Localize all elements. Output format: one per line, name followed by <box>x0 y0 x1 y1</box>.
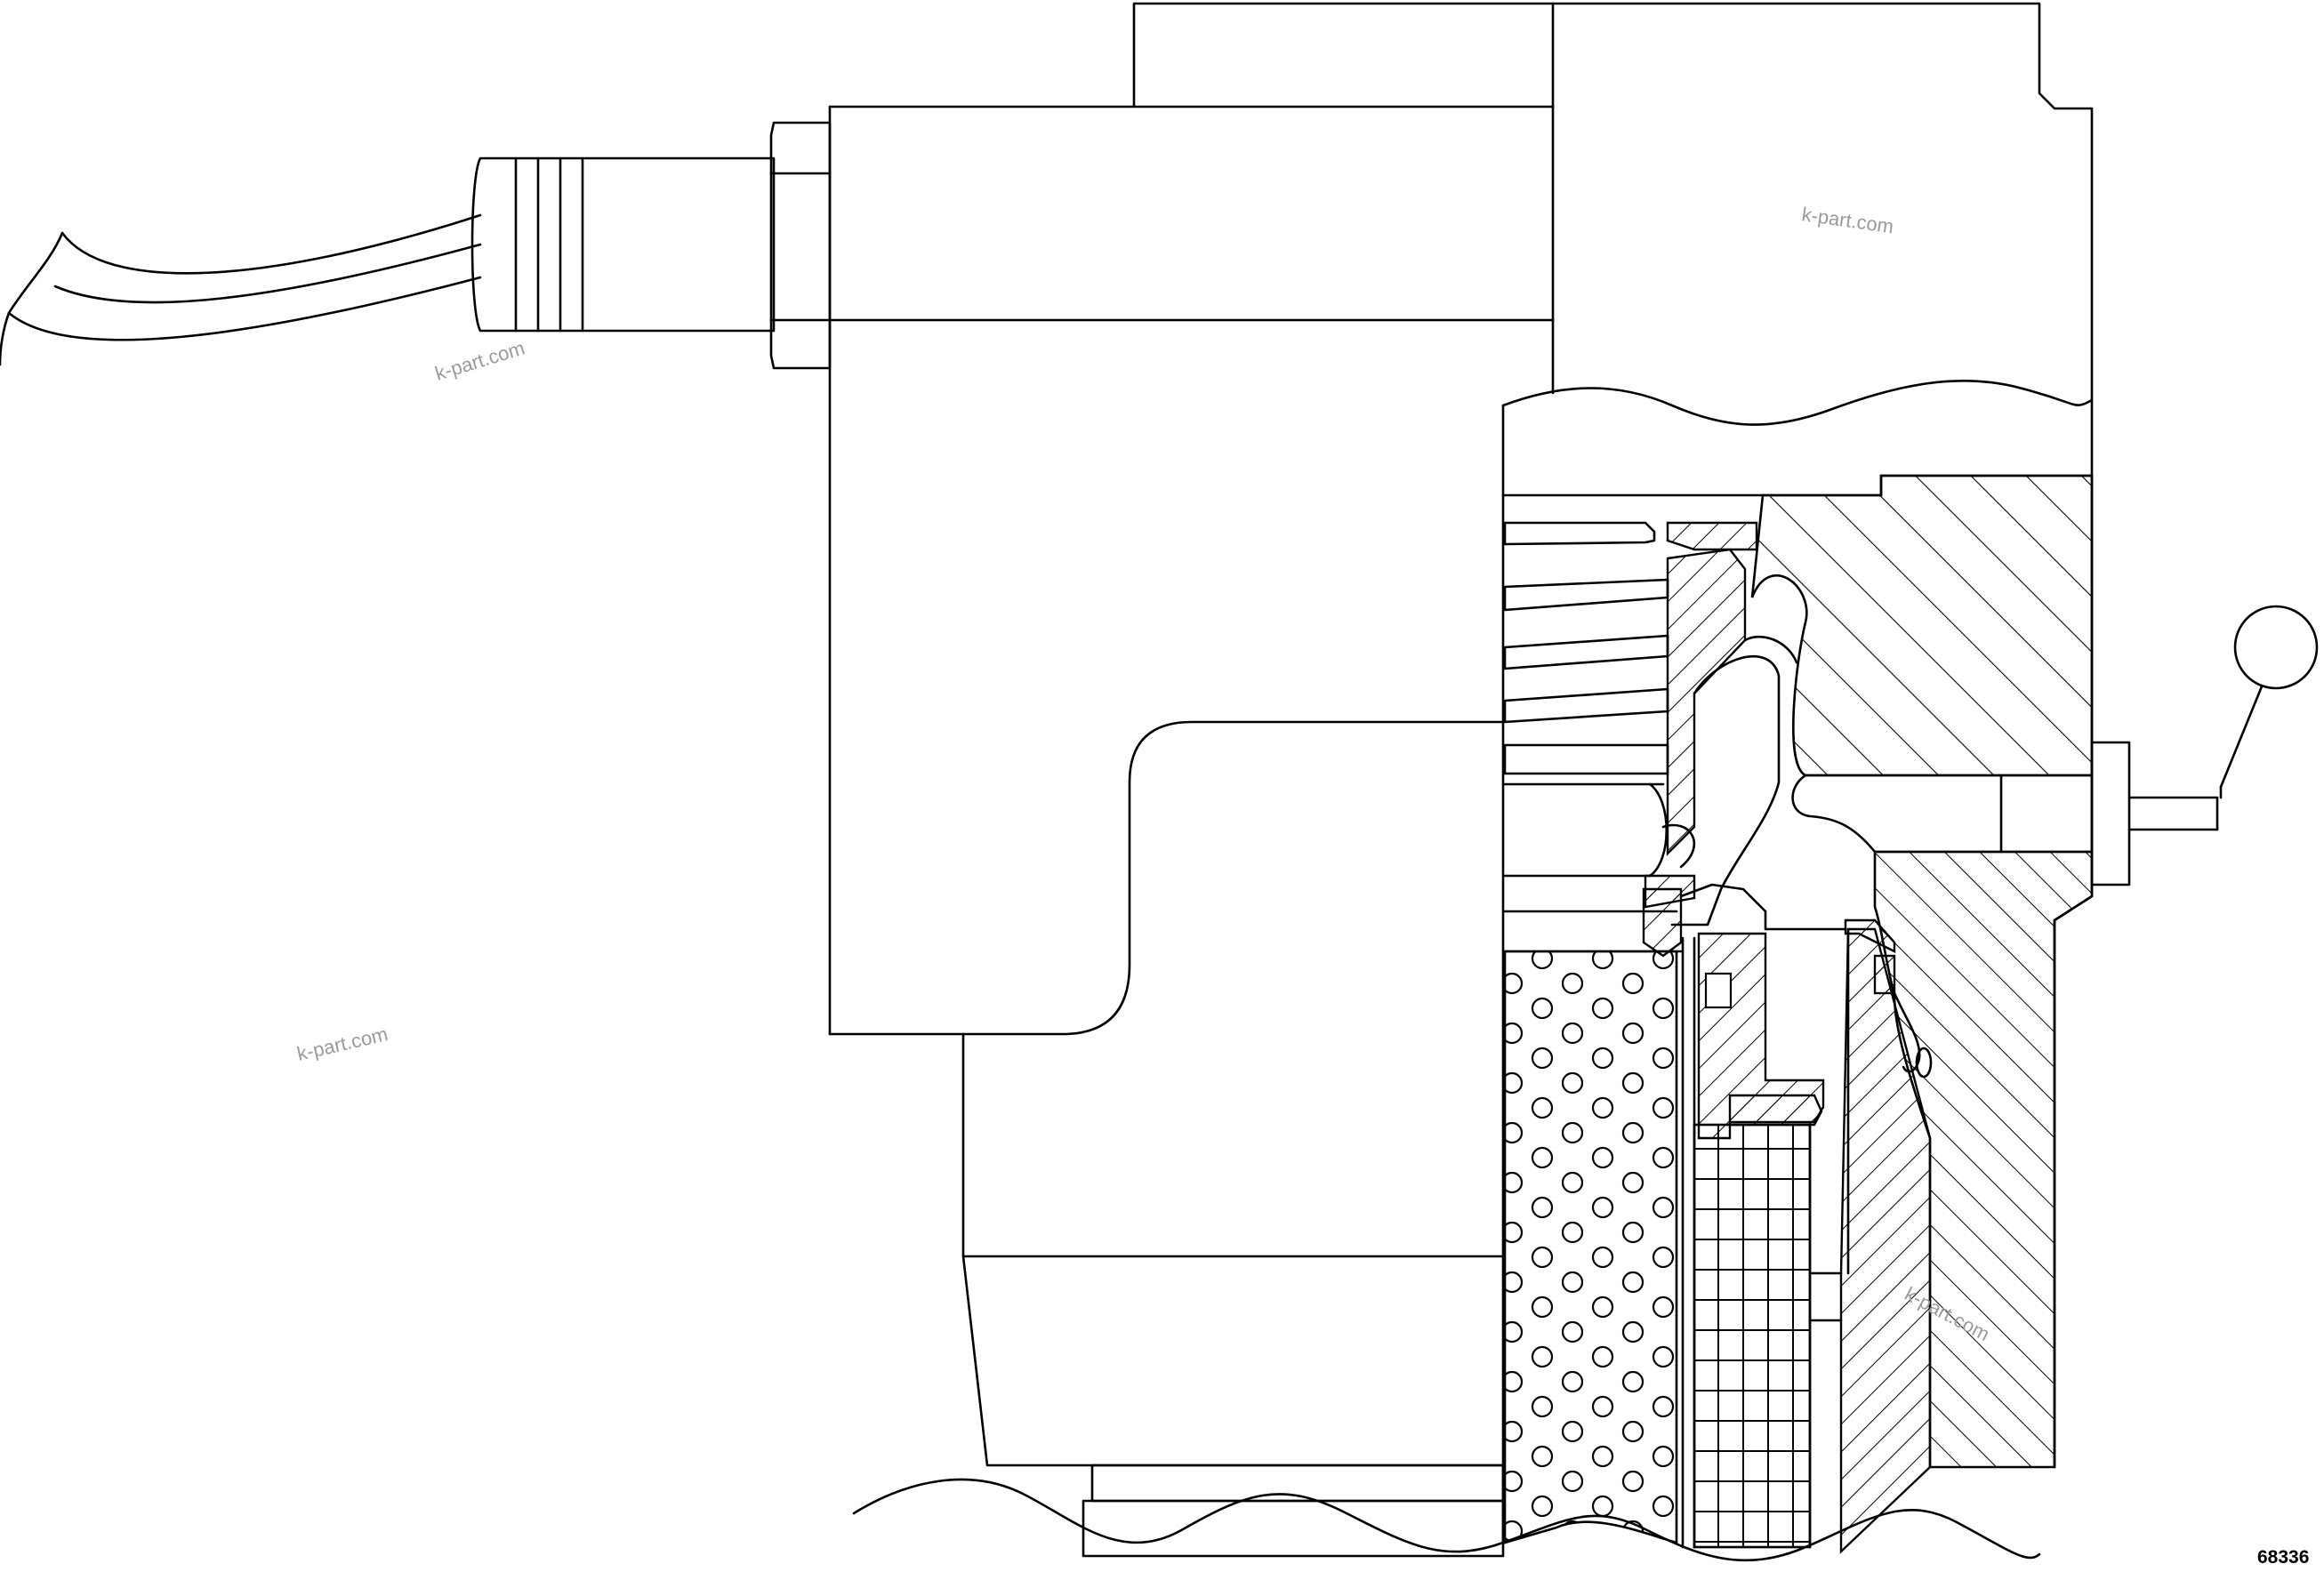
section-break-top <box>1501 380 2094 426</box>
watermark-text: k-part.com <box>432 336 527 384</box>
section-break-bottom <box>852 1478 2041 1562</box>
filter-element <box>1503 936 1696 1549</box>
inner-stem <box>1697 932 1825 1140</box>
figure-number: 68336 <box>2257 1547 2309 1568</box>
watermark-text: k-part.com <box>295 1023 390 1065</box>
watermark-text: k-part.com <box>1800 203 1894 237</box>
coil-winding <box>1693 1123 1843 1549</box>
strain-relief-boot <box>470 156 776 333</box>
upper-housing <box>828 2 2094 1036</box>
solenoid-body <box>828 720 1505 1467</box>
outer-sleeve <box>1839 927 1932 1554</box>
side-port-fitting <box>1791 741 2219 886</box>
connector-hex-nut <box>769 121 832 370</box>
coil-spring <box>1503 521 1669 775</box>
electrical-cable <box>0 213 482 366</box>
callout-balloon <box>2219 605 2319 799</box>
